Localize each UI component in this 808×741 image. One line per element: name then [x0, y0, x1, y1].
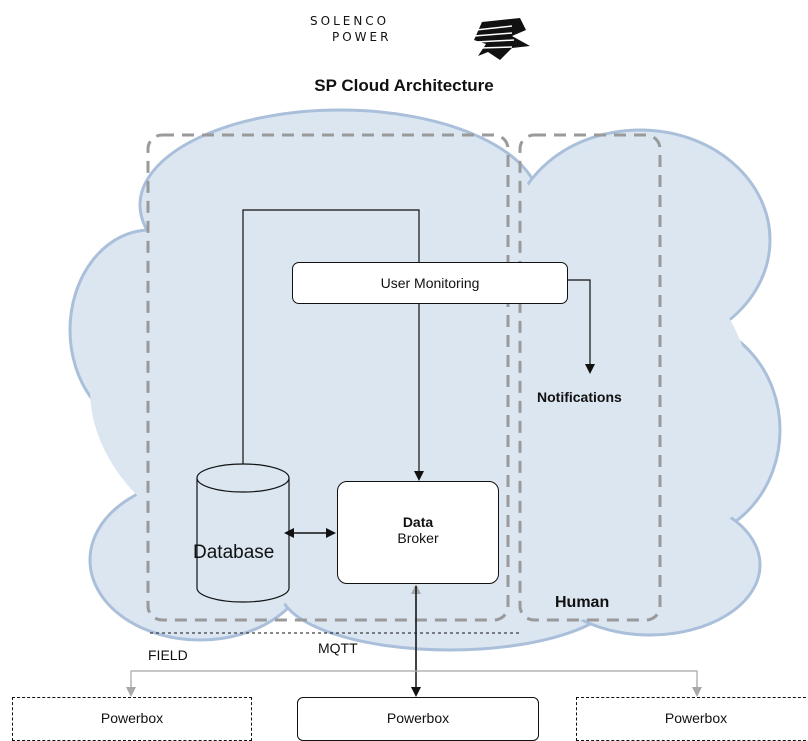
notifications-label: Notifications	[537, 389, 622, 405]
user-monitoring-box: User Monitoring	[292, 262, 568, 304]
logo-text-line2: POWER	[332, 30, 392, 44]
solenco-logo-icon	[473, 18, 530, 60]
monitoring-to-notifications-connector	[567, 279, 595, 374]
powerbox-right-label: Powerbox	[664, 710, 728, 726]
db-to-broker-connector	[242, 209, 424, 481]
mqtt-label: MQTT	[318, 640, 358, 656]
human-label: Human	[555, 594, 610, 611]
data-broker-box: Data Broker	[337, 481, 499, 584]
logo-text-line1: SOLENCO	[310, 14, 390, 28]
cloud-services-frame	[146, 133, 510, 622]
powerbox-right: Powerbox	[576, 697, 808, 741]
database-label: Database	[193, 542, 275, 563]
data-broker-label-line1: Data	[402, 514, 434, 530]
powerbox-center: Powerbox	[297, 697, 539, 741]
powerbox-left-label: Powerbox	[100, 710, 164, 726]
powerbox-center-label: Powerbox	[386, 710, 450, 726]
human-frame	[518, 133, 662, 622]
user-monitoring-label: User Monitoring	[380, 275, 480, 291]
page-title: SP Cloud Architecture	[314, 76, 494, 95]
field-distribution-line	[130, 670, 698, 695]
field-label: FIELD	[148, 647, 188, 663]
powerbox-left: Powerbox	[12, 697, 252, 741]
data-broker-label-line2: Broker	[397, 530, 439, 546]
database-cylinder	[196, 463, 290, 603]
